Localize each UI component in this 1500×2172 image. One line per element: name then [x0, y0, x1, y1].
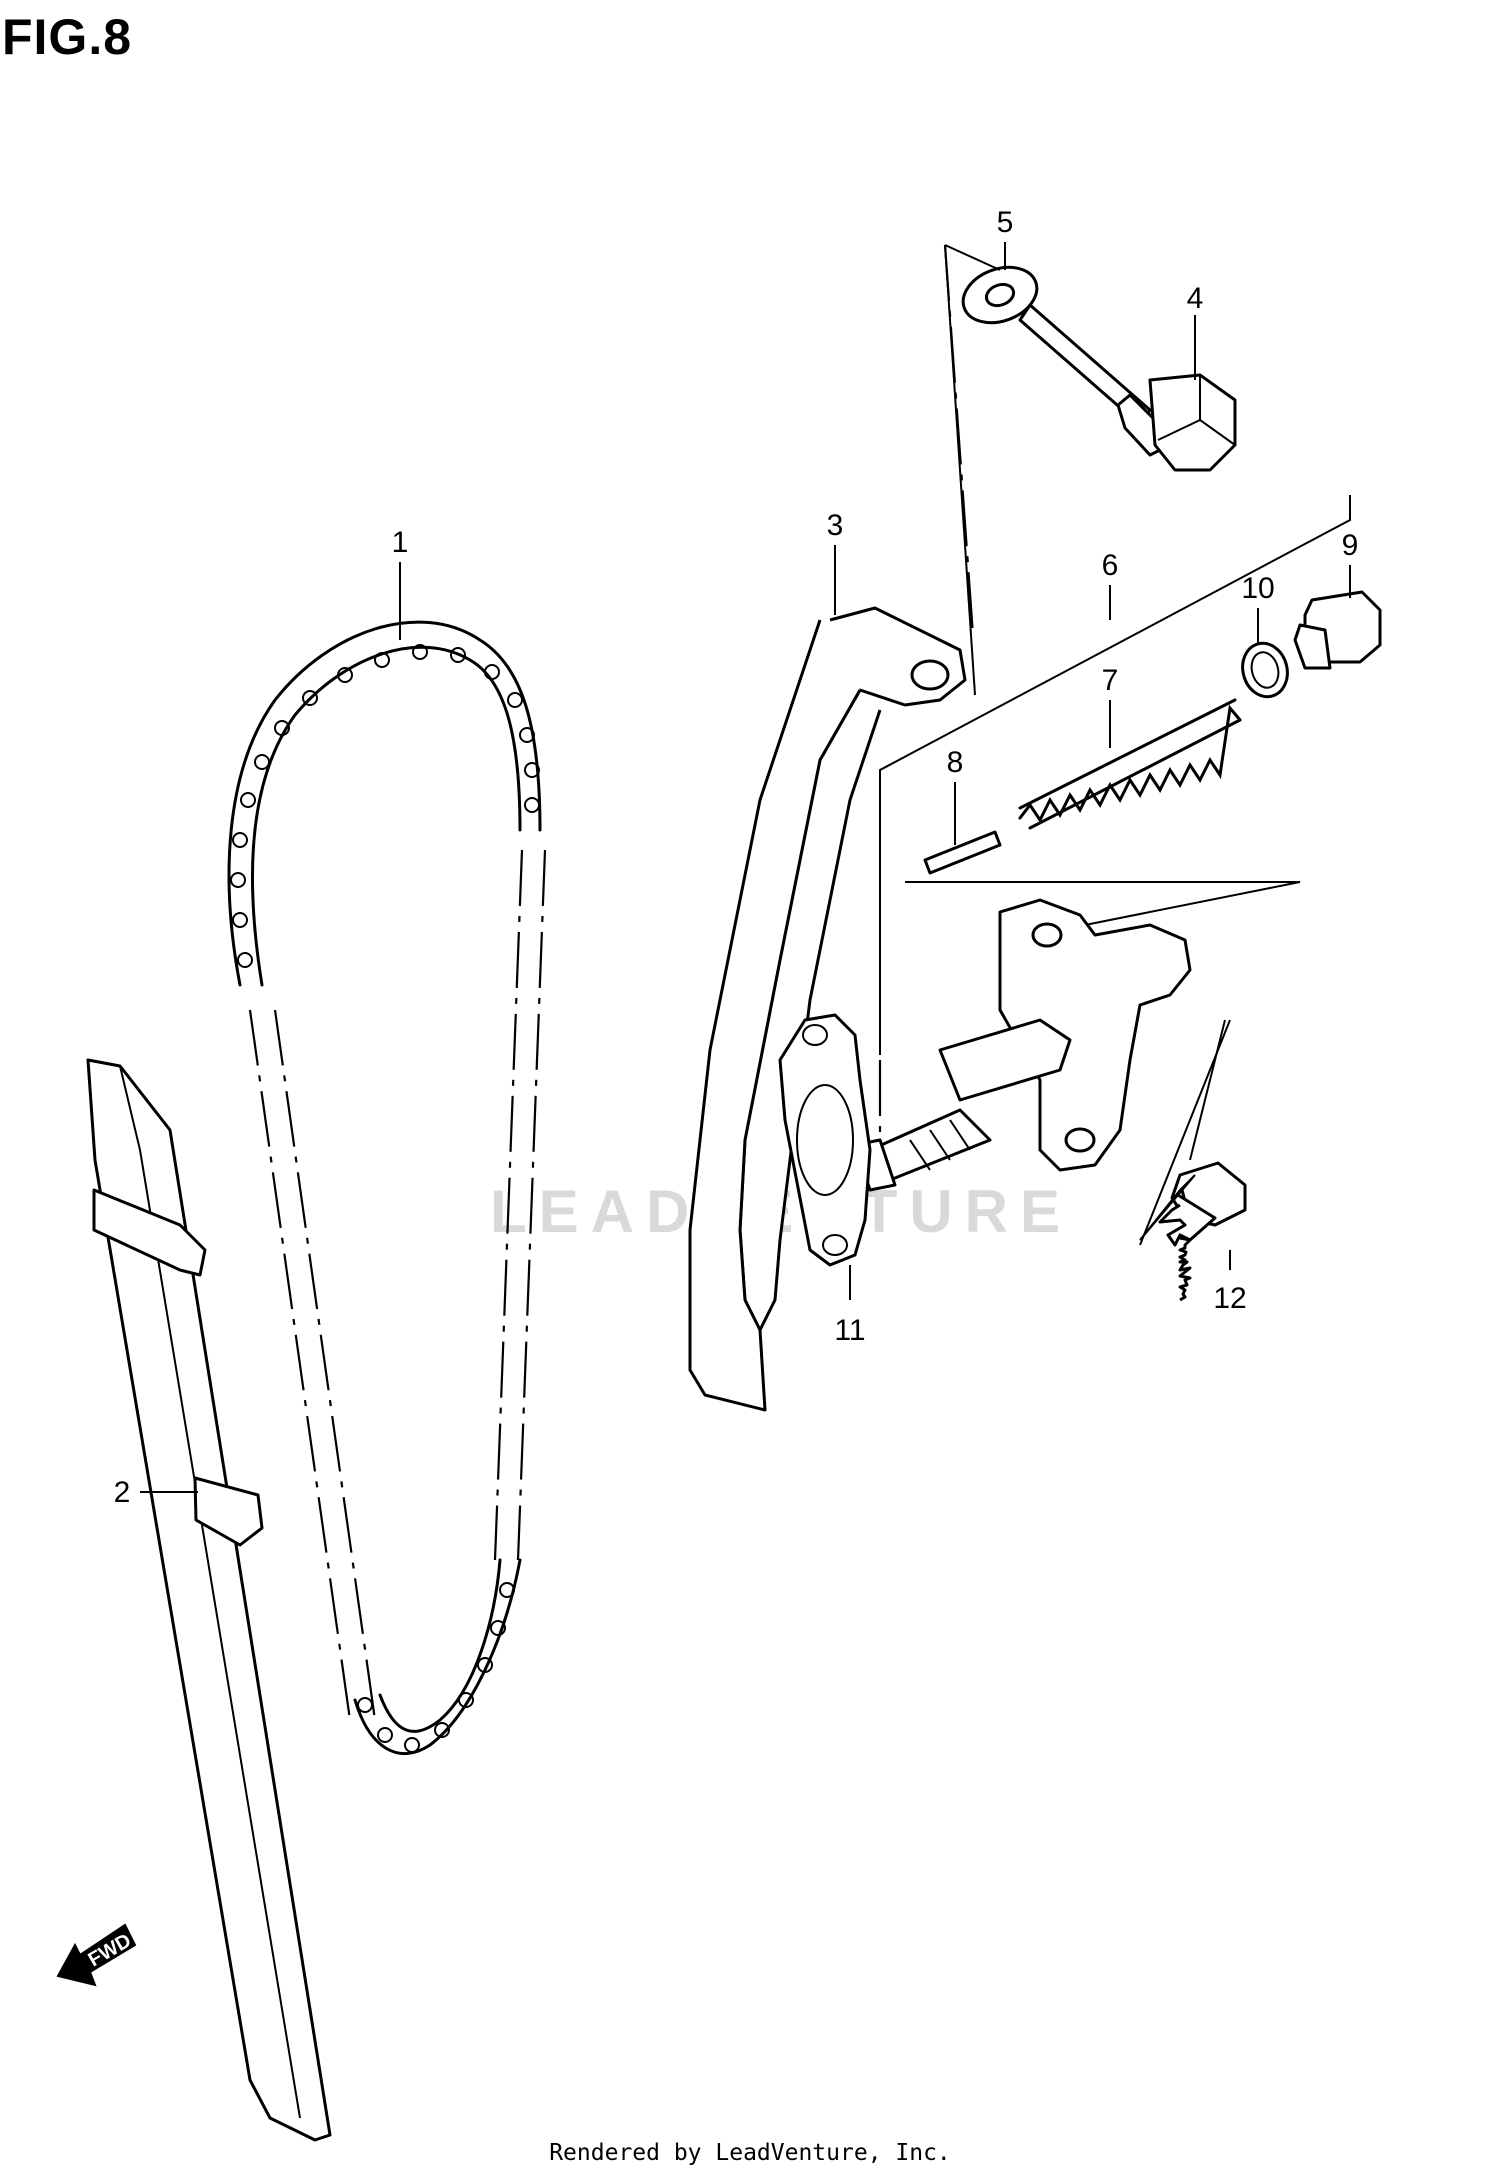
svg-text:10: 10 [1241, 572, 1274, 605]
svg-text:9: 9 [1342, 529, 1359, 562]
chain-links-upper [230, 644, 540, 968]
pin[interactable] [923, 830, 1002, 875]
o-ring[interactable] [1237, 638, 1293, 702]
callout-8[interactable]: 8 [947, 746, 964, 845]
forward-arrow-icon: FWD [56, 1923, 137, 1987]
svg-text:5: 5 [997, 206, 1014, 239]
chain-guide-front[interactable] [86, 1058, 332, 2142]
chain-links-lower [357, 1582, 515, 1753]
callout-6[interactable]: 6 [1102, 549, 1119, 620]
callout-1[interactable]: 1 [392, 526, 409, 640]
footer-credit: Rendered by LeadVenture, Inc. [549, 2140, 951, 2166]
tensioner-gasket[interactable] [778, 1013, 872, 1267]
chain-tensioner-guide[interactable] [688, 606, 967, 1412]
tensioner-cap-bolt[interactable] [1293, 590, 1382, 670]
svg-text:11: 11 [834, 1314, 865, 1347]
callout-7[interactable]: 7 [1102, 664, 1119, 748]
bolt-tensioner-guide[interactable] [1018, 303, 1237, 472]
svg-text:4: 4 [1187, 282, 1204, 315]
svg-text:8: 8 [947, 746, 964, 779]
svg-text:6: 6 [1102, 549, 1119, 582]
callout-2[interactable]: 2 [114, 1476, 198, 1509]
svg-text:1: 1 [392, 526, 409, 559]
cam-chain-tensioner[interactable] [853, 898, 1192, 1192]
svg-text:7: 7 [1102, 664, 1119, 697]
callout-12[interactable]: 12 [1213, 1250, 1247, 1315]
tensioner-spring[interactable] [1018, 698, 1242, 830]
callout-9[interactable]: 9 [1342, 529, 1359, 598]
svg-text:3: 3 [827, 509, 844, 542]
washer[interactable] [955, 258, 1044, 333]
cam-chain[interactable] [227, 620, 547, 1755]
callout-3[interactable]: 3 [827, 509, 844, 615]
callout-4[interactable]: 4 [1187, 282, 1204, 380]
callout-5[interactable]: 5 [997, 206, 1014, 270]
callout-11[interactable]: 11 [834, 1265, 866, 1347]
callout-10[interactable]: 10 [1241, 572, 1275, 645]
svg-text:12: 12 [1213, 1282, 1246, 1315]
tensioner-mounting-bolt[interactable] [1158, 1161, 1247, 1302]
figure-title: FIG.8 [2, 9, 133, 65]
svg-text:2: 2 [114, 1476, 131, 1509]
